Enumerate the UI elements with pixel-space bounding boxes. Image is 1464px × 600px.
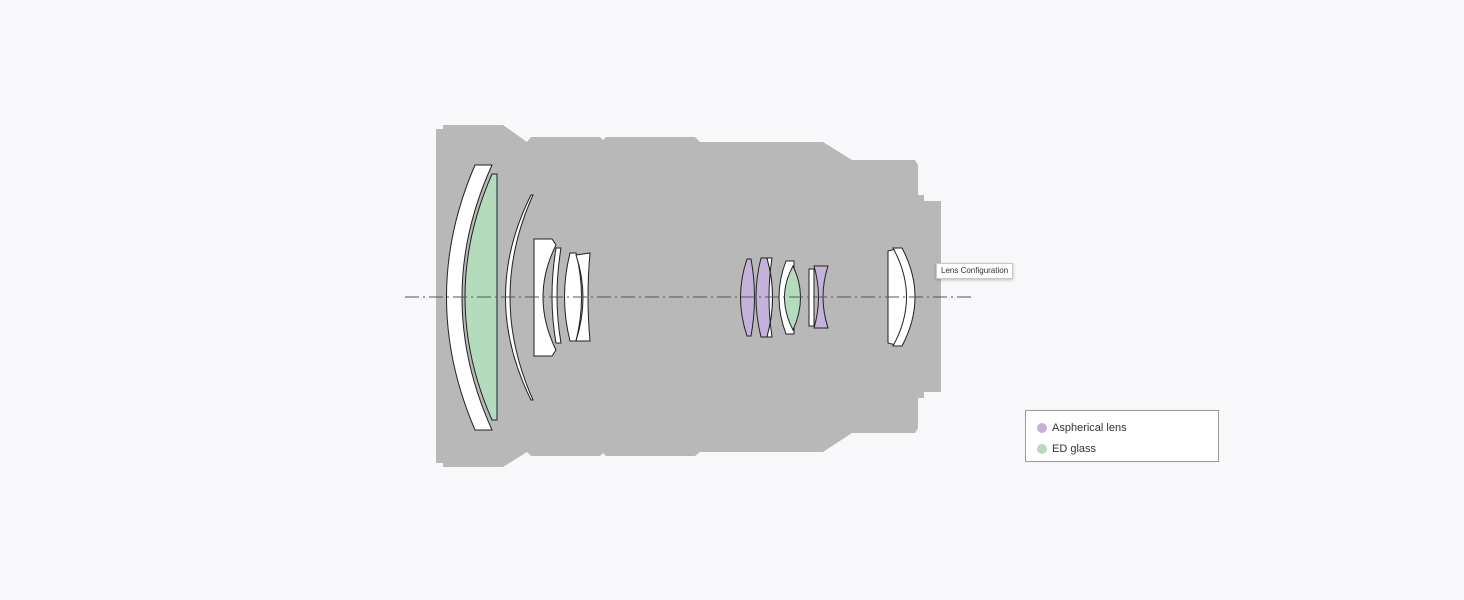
legend-label-ed-glass: ED glass: [1052, 442, 1097, 455]
lens-barrel: [436, 125, 941, 467]
legend-label-aspherical: Aspherical lens: [1052, 421, 1127, 434]
ed-glass-swatch-icon: [1037, 443, 1047, 454]
legend: Aspherical lens ED glass: [1025, 410, 1219, 462]
lens-element-13: [808, 268, 815, 327]
lens-configuration-tooltip: Lens Configuration: [936, 263, 1014, 279]
lens-element-5: [551, 247, 562, 344]
legend-item-aspherical: Aspherical lens: [1037, 417, 1218, 438]
lens-element-12-ed-glass: [784, 264, 801, 332]
legend-item-ed-glass: ED glass: [1037, 438, 1218, 459]
lens-element-4: [533, 238, 557, 357]
aspherical-swatch-icon: [1037, 422, 1047, 433]
lens-element-1: [446, 164, 493, 431]
lens-element-3: [505, 194, 534, 401]
lens-element-16: [892, 247, 916, 347]
